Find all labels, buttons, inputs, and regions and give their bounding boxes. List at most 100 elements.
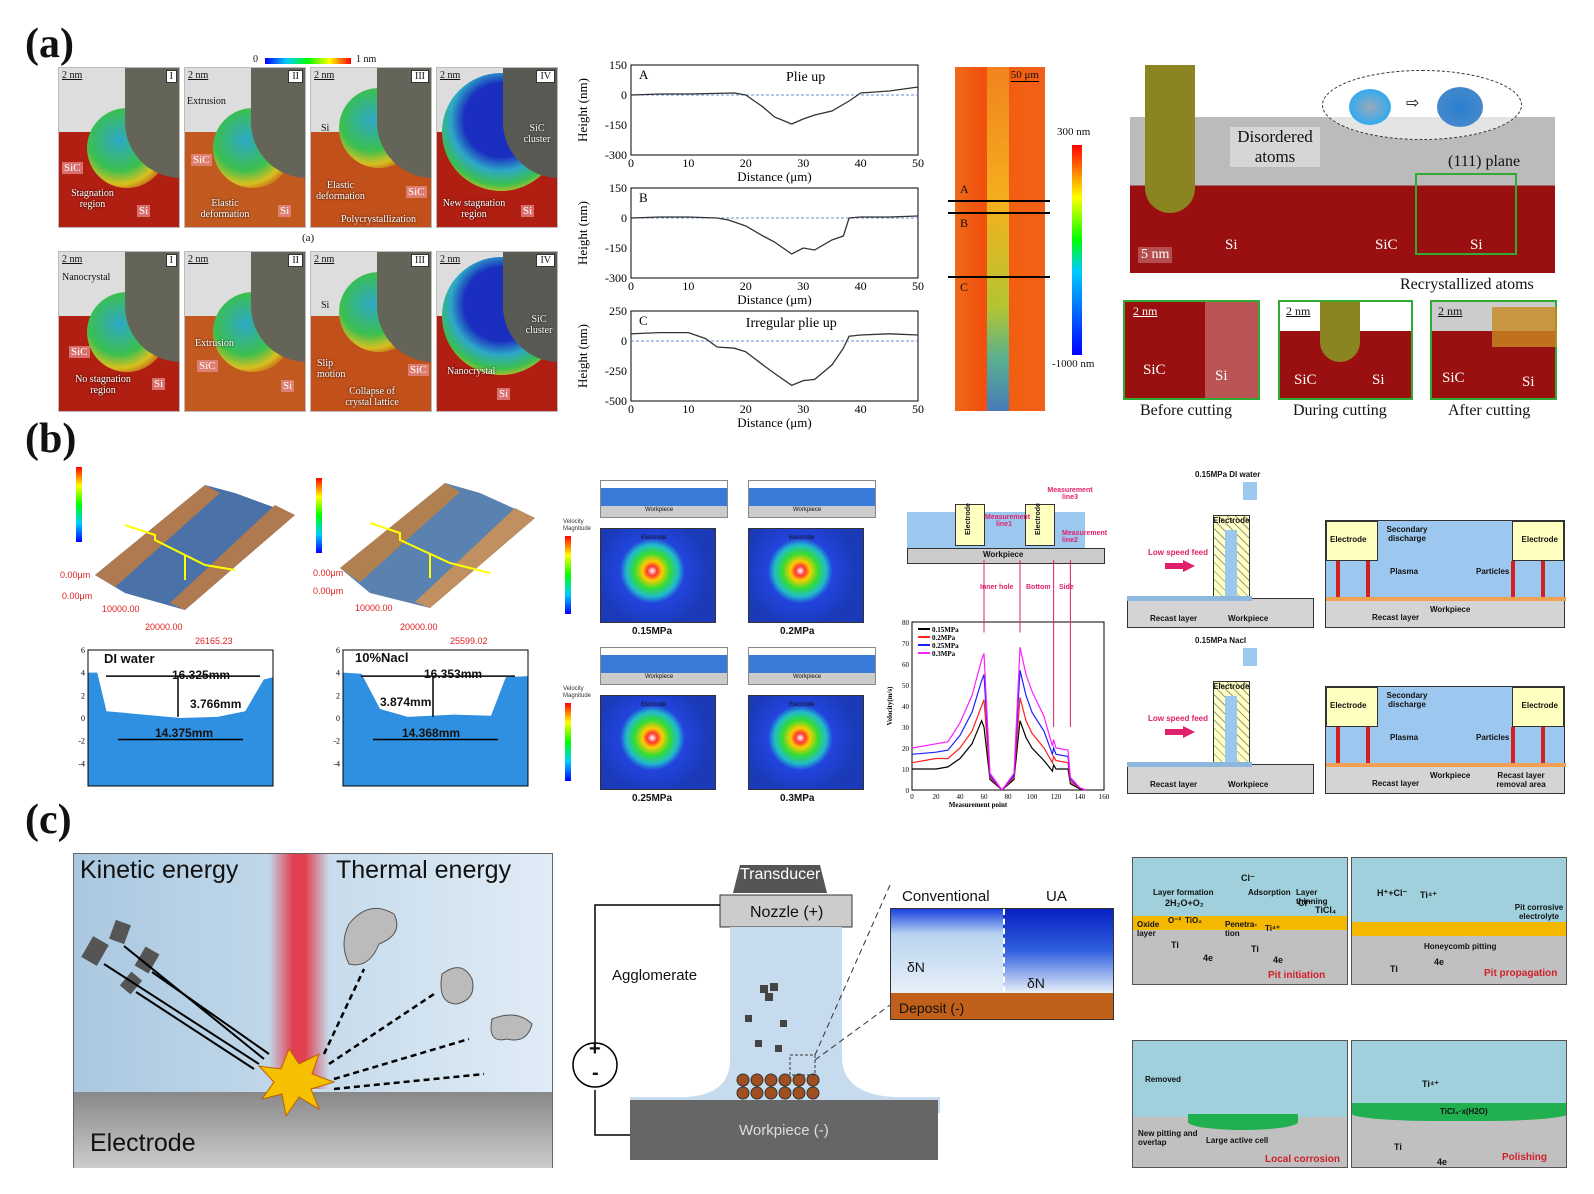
inner-channel <box>1225 530 1237 605</box>
y-tick-label: -500 <box>605 394 627 408</box>
caption: After cutting <box>1448 402 1531 419</box>
axis-label: 0.00μm <box>313 586 344 596</box>
label: Si <box>1225 237 1238 253</box>
x-tick-label: 40 <box>855 402 867 416</box>
label: Nanocrystal <box>447 366 496 377</box>
axis-label: 25599.02 <box>450 636 488 646</box>
pressure-label: 0.25MPa <box>632 793 673 804</box>
label: Electrode <box>789 535 815 541</box>
caption: During cutting <box>1293 402 1387 419</box>
label: Low speed feed <box>1148 548 1209 557</box>
x-tick-label: 10 <box>682 156 694 170</box>
x-tick-label: 0 <box>628 279 634 293</box>
inner-channel <box>1225 696 1237 771</box>
label: Electrode <box>1330 535 1367 544</box>
stage-label: III <box>411 70 429 83</box>
x-tick-label: 30 <box>797 402 809 416</box>
label: Workpiece <box>983 550 1024 559</box>
label: Si <box>1522 374 1535 390</box>
label: Si <box>281 380 295 392</box>
pit-initiation-panel: Layer formation 2H₂O+O₂ Oxide layer O⁻² … <box>1132 857 1348 985</box>
scale-bar: 2 nm <box>1133 304 1158 318</box>
label: Oxide layer <box>1137 920 1160 938</box>
conventional-layer <box>891 909 1003 993</box>
series-line <box>911 647 1087 792</box>
electrode <box>1326 521 1378 561</box>
label: Si <box>1215 368 1228 384</box>
y-tick-label: -250 <box>605 364 627 378</box>
label: Si <box>278 205 292 217</box>
label: Particles <box>1476 567 1510 576</box>
label: Layer thinning <box>1296 888 1328 906</box>
label: Si <box>321 123 330 134</box>
label: Collapse of crystal lattice <box>345 386 399 408</box>
panel-title: Local corrosion <box>1265 1154 1341 1165</box>
label: Workpiece <box>1430 605 1471 614</box>
feed-arrow-icon <box>1165 560 1195 572</box>
label: New pitting and overlap <box>1138 1129 1198 1147</box>
y-axis-label: Height (nm) <box>575 78 590 142</box>
top-width: 16.325mm <box>172 668 231 682</box>
energy-diagram: Kinetic energy Thermal energy Electrode <box>73 853 553 1168</box>
y-tick-label: 0 <box>906 787 910 795</box>
y-tick-label: 80 <box>902 619 910 627</box>
label: Si <box>321 300 330 311</box>
label: SiC <box>191 154 212 166</box>
discharge-channel <box>1336 727 1340 765</box>
panel-title: Pit propagation <box>1484 968 1558 979</box>
fluid-region <box>907 512 1085 552</box>
transducer-label: Transducer <box>740 866 821 883</box>
x-tick-label: 10 <box>682 402 694 416</box>
label: Workpiece <box>793 674 822 680</box>
x-tick-label: 10 <box>682 279 694 293</box>
velocity-contour: Electrode <box>600 528 716 623</box>
delta-label: δN <box>907 959 925 975</box>
title: 0.15MPa DI water <box>1195 470 1261 479</box>
line-c <box>948 276 1050 278</box>
spark-column <box>269 854 329 1089</box>
label: Measurement line2 <box>1062 530 1108 544</box>
label: New stagnation region <box>442 198 506 220</box>
y-tick-label: -4 <box>78 759 85 768</box>
label: 2H₂O+O₂ <box>1165 898 1204 908</box>
scale-bar: 50 μm <box>1010 69 1039 82</box>
bottom-width: 14.375mm <box>155 726 214 740</box>
annotation: Plie up <box>786 70 825 85</box>
y-tick-label: -4 <box>333 759 340 768</box>
workpiece-section: Workpiece <box>748 480 876 518</box>
label: Elastic deformation <box>200 198 250 220</box>
caption: Before cutting <box>1140 402 1232 419</box>
x-tick-label: 40 <box>957 793 965 801</box>
y-tick-label: 2 <box>336 691 340 700</box>
axis-label: 10000.00 <box>355 603 393 613</box>
y-tick-label: 60 <box>902 661 910 669</box>
colorbar-max: 1 nm <box>356 54 377 65</box>
velocity-colorbar <box>565 703 571 781</box>
top-width: 16.353mm <box>424 667 483 681</box>
label: SiC <box>69 346 90 358</box>
workpiece-section: Workpiece <box>600 480 728 518</box>
electrode <box>1326 687 1378 727</box>
x-tick-label: 80 <box>1005 793 1013 801</box>
velocity-contour: Electrode <box>748 695 864 790</box>
x-tick-label: 0 <box>628 402 634 416</box>
plot-frame <box>630 64 919 156</box>
label: Ti⁴⁺ <box>1420 890 1438 900</box>
x-tick-label: 20 <box>933 793 941 801</box>
particle-arrows <box>81 907 533 1118</box>
colorbar-title: Velocity Magnitude <box>563 686 592 699</box>
scale-bar: 5 nm <box>1138 247 1173 263</box>
y-tick-label: -2 <box>333 737 340 746</box>
recast-layer <box>1326 597 1566 601</box>
x-tick-label: 20 <box>740 279 752 293</box>
label: Plasma <box>1390 733 1419 742</box>
plus-sign: + <box>589 1038 601 1060</box>
label: Removed <box>1145 1075 1182 1084</box>
y-tick-label: -300 <box>605 271 627 285</box>
x-tick-label: 160 <box>1099 793 1110 801</box>
stage-label: I <box>165 70 177 83</box>
x-tick-label: 0 <box>910 793 914 801</box>
label: Workpiece <box>1228 614 1269 623</box>
x-tick-label: 20 <box>740 402 752 416</box>
